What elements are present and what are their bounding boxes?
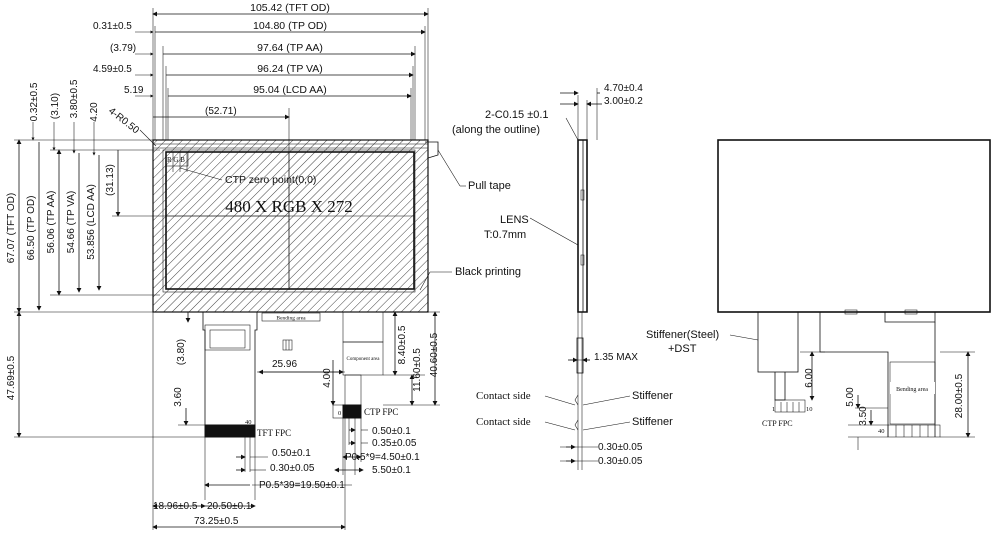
bending-area-label: Bending area bbox=[276, 316, 306, 322]
side-thickness-3-00: 3.00±0.2 bbox=[604, 96, 643, 107]
back-dim-6-00: 6.00 bbox=[804, 368, 815, 388]
side-max-1-35: 1.35 MAX bbox=[594, 352, 638, 363]
ctp-fpc-label: CTP FPC bbox=[364, 407, 398, 417]
dim-left-tp-od: 66.50 (TP OD) bbox=[26, 196, 37, 261]
back-pin-40: 40 bbox=[878, 428, 885, 435]
stiffener-label-2: Stiffener bbox=[632, 416, 673, 428]
dim-off3: 3.80±0.5 bbox=[69, 79, 80, 118]
black-printing-label: Black printing bbox=[455, 266, 521, 278]
dim-3-80: (3.80) bbox=[176, 339, 187, 365]
dim-3-60: 3.60 bbox=[173, 387, 184, 407]
resolution-label: 480 X RGB X 272 bbox=[225, 197, 353, 216]
dim-left-tft-od: 67.07 (TFT OD) bbox=[6, 193, 17, 263]
tft-pitch: P0.5*39=19.50±0.1 bbox=[259, 480, 345, 491]
back-dim-3-50: 3.50 bbox=[858, 406, 869, 426]
ctp-width: 0.50±0.1 bbox=[372, 426, 411, 437]
side-thickness-4-70: 4.70±0.4 bbox=[604, 83, 643, 94]
ctp-pitch: P0.5*9=4.50±0.1 bbox=[345, 452, 420, 463]
stiffener-label-1: Stiffener bbox=[632, 390, 673, 402]
back-ctp-fpc-label: CTP FPC bbox=[762, 419, 793, 428]
dim-left-tp-aa: 56.06 (TP AA) bbox=[46, 191, 57, 254]
dim-total-height: 47.69±0.5 bbox=[6, 355, 17, 400]
dim-lcd-aa-offset: 5.19 bbox=[124, 85, 144, 96]
dim-11-60: 11.60±0.5 bbox=[412, 348, 423, 392]
ctp-total: 5.50±0.1 bbox=[372, 465, 411, 476]
contact-side-label-2: Contact side bbox=[476, 416, 531, 428]
lens-label: LENS bbox=[500, 214, 529, 226]
dim-73-25: 73.25±0.5 bbox=[194, 516, 239, 527]
side-thickness-0-30b: 0.30±0.05 bbox=[598, 456, 643, 467]
side-view: 4.70±0.4 3.00±0.2 2-C0.15 ±0.1 (along th… bbox=[452, 83, 673, 470]
dim-tp-od: 104.80 (TP OD) bbox=[253, 20, 327, 32]
back-view: 1 10 CTP FPC Bending area 40 Stiffener(S… bbox=[646, 139, 991, 450]
dim-tp-aa-offset: (3.79) bbox=[110, 43, 136, 54]
dim-tft-od: 105.42 (TFT OD) bbox=[250, 2, 330, 14]
dim-18-96: 18.96±0.5 bbox=[153, 501, 198, 512]
dim-radius: 4-R0.50 bbox=[106, 106, 141, 137]
dim-tp-od-offset: 0.31±0.5 bbox=[93, 21, 132, 32]
top-dimensions: 105.42 (TFT OD) 104.80 (TP OD) 0.31±0.5 … bbox=[93, 2, 429, 290]
dim-left-tp-va: 54.66 (TP VA) bbox=[66, 191, 77, 253]
back-bending-area-label: Bending area bbox=[896, 387, 928, 393]
ctp-gap: 0.35±0.05 bbox=[372, 438, 417, 449]
ctp-zero-point-label: CTP zero point(0,0) bbox=[225, 174, 316, 186]
dim-tp-va-offset: 4.59±0.5 bbox=[93, 64, 132, 75]
tft-width: 0.50±0.1 bbox=[272, 448, 311, 459]
tft-gap: 0.30±0.05 bbox=[270, 463, 315, 474]
lens-thickness-label: T:0.7mm bbox=[484, 229, 526, 241]
dim-tp-va: 96.24 (TP VA) bbox=[257, 63, 323, 75]
dim-8-40: 8.40±0.5 bbox=[397, 325, 408, 364]
side-thickness-0-30a: 0.30±0.05 bbox=[598, 442, 643, 453]
component-area-label: Component area bbox=[347, 357, 381, 362]
back-pin-1: 1 bbox=[772, 406, 775, 413]
contact-side-label-1: Contact side bbox=[476, 390, 531, 402]
dim-25-96: 25.96 bbox=[272, 359, 297, 370]
front-view: R G B 480 X RGB X 272 CTP zero point(0,0… bbox=[152, 139, 521, 530]
tft-pin-40: 40 bbox=[245, 419, 252, 426]
tft-fpc-label: TFT FPC bbox=[257, 428, 291, 438]
rgb-marker: R G B bbox=[167, 156, 185, 164]
dim-40-60: 40.60±0.5 bbox=[429, 332, 440, 377]
pull-tape-label: Pull tape bbox=[468, 180, 511, 192]
chamfer-note: (along the outline) bbox=[452, 124, 540, 136]
back-dim-5-00: 5.00 bbox=[845, 387, 856, 407]
dim-left-lcd-aa: 53.856 (LCD AA) bbox=[86, 184, 97, 260]
stiffener-steel-label: Stiffener(Steel) bbox=[646, 329, 719, 341]
dim-4-00: 4.00 bbox=[322, 368, 333, 388]
dim-center-x: (52.71) bbox=[205, 106, 237, 117]
back-dim-28-00: 28.00±0.5 bbox=[954, 373, 965, 418]
dim-off1: 0.32±0.5 bbox=[29, 82, 40, 121]
dim-tp-aa: 97.64 (TP AA) bbox=[257, 42, 323, 54]
back-pin-10: 10 bbox=[806, 406, 813, 413]
dim-20-50: 20.50±0.1 bbox=[207, 501, 252, 512]
dim-center-y: (31.13) bbox=[105, 164, 116, 196]
dst-label: +DST bbox=[668, 343, 697, 355]
dim-lcd-aa: 95.04 (LCD AA) bbox=[253, 84, 327, 96]
dim-off2: (3.10) bbox=[50, 93, 61, 119]
chamfer-label: 2-C0.15 ±0.1 bbox=[485, 109, 549, 121]
dim-off4: 4.20 bbox=[89, 102, 100, 122]
ctp-pin-0: 0 bbox=[338, 410, 341, 417]
